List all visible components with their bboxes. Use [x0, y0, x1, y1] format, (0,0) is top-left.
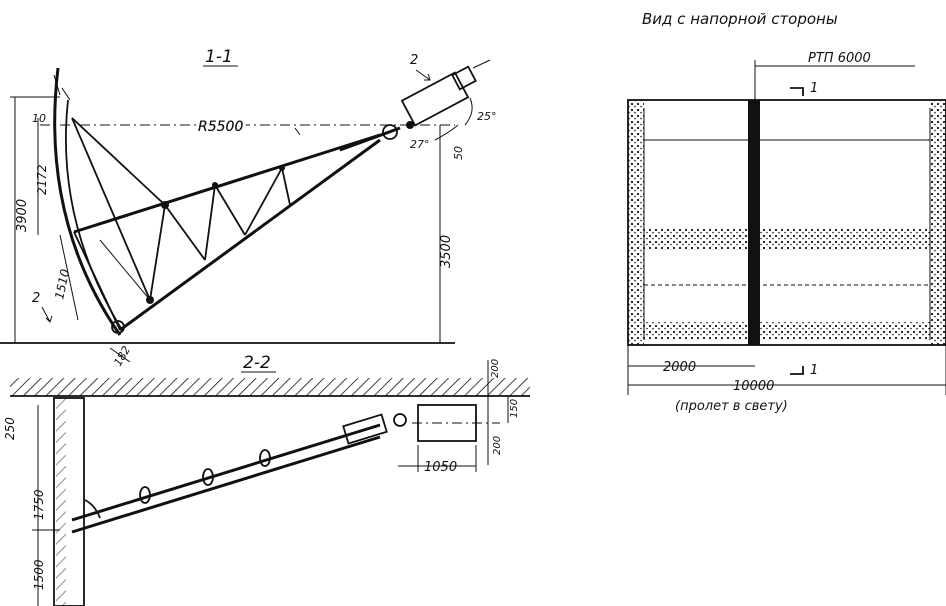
- truss-frame: [71, 117, 381, 334]
- dim-250: 250: [3, 417, 17, 440]
- radius-label-bg: R5500: [198, 119, 243, 135]
- dim-10000: 10000: [733, 379, 774, 394]
- dim-2172: 2172: [35, 164, 49, 195]
- section-mark-1-top: 1: [810, 81, 818, 96]
- dim-200-lower: 200: [492, 436, 503, 455]
- dim-150: 150: [509, 399, 520, 418]
- section-2-2-title: 2-2: [243, 353, 271, 373]
- angle-25: 25°: [477, 110, 497, 123]
- gate-panel: [627, 99, 946, 346]
- dim-2000: 2000: [663, 360, 696, 375]
- dim-1500: 1500: [32, 559, 46, 590]
- dim-1050: 1050: [424, 460, 457, 475]
- wall-hatch-top: [10, 378, 530, 396]
- dim-50: 50: [452, 146, 465, 160]
- hoist-rod-view: [748, 100, 760, 345]
- angle-27: 27°: [410, 138, 430, 151]
- section-1-1: 1-1: [0, 47, 497, 369]
- rtp-label: РТП 6000: [808, 51, 871, 66]
- girder-lower: [644, 322, 930, 340]
- dim-1750: 1750: [32, 489, 46, 520]
- section-mark-1-bottom: 1: [810, 363, 818, 378]
- dim-1510: 1510: [52, 267, 72, 300]
- gate-edge-left: [628, 100, 644, 345]
- gate-edge-right: [930, 100, 946, 345]
- gate-skin: [53, 67, 122, 336]
- dim-line-1510: [59, 234, 79, 321]
- span-note: (пролет в свету): [675, 399, 788, 414]
- pressure-side-view: Вид с напорной стороны РТП 6000 1 1 2000…: [627, 10, 946, 414]
- section-mark-2-top: 2: [410, 53, 418, 68]
- hoist-mechanism: [339, 59, 491, 152]
- section-1-1-title: 1-1: [205, 47, 233, 67]
- gate-section: [53, 397, 85, 606]
- view-title: Вид с напорной стороны: [642, 10, 838, 28]
- section-2-2: 2-2 250 1750 1500 1050: [3, 353, 530, 606]
- girder-upper: [644, 228, 930, 250]
- dim-200-upper: 200: [490, 359, 501, 378]
- mark-10: 10: [32, 112, 46, 125]
- radius-label: R5500: [198, 119, 243, 135]
- dim-3900: 3900: [15, 199, 30, 232]
- section-mark-2-bottom: 2: [32, 291, 40, 306]
- arm-2-2: [71, 413, 407, 534]
- dim-3500: 3500: [439, 235, 454, 268]
